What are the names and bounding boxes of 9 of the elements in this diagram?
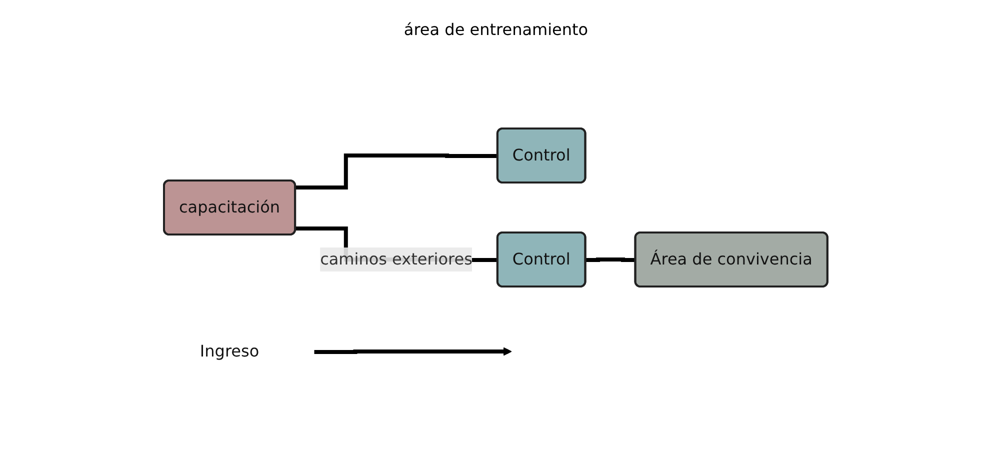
connector-line	[296, 154, 498, 190]
text-label: Ingreso	[200, 342, 260, 360]
process-box: capacitación	[163, 180, 296, 236]
arrow	[314, 347, 512, 356]
process-box: Control	[496, 232, 587, 288]
connector-line	[586, 258, 636, 262]
area-label: área de entrenamiento	[404, 20, 588, 39]
process-box: Control	[496, 128, 587, 184]
process-box: Área de convivencia	[634, 232, 829, 288]
